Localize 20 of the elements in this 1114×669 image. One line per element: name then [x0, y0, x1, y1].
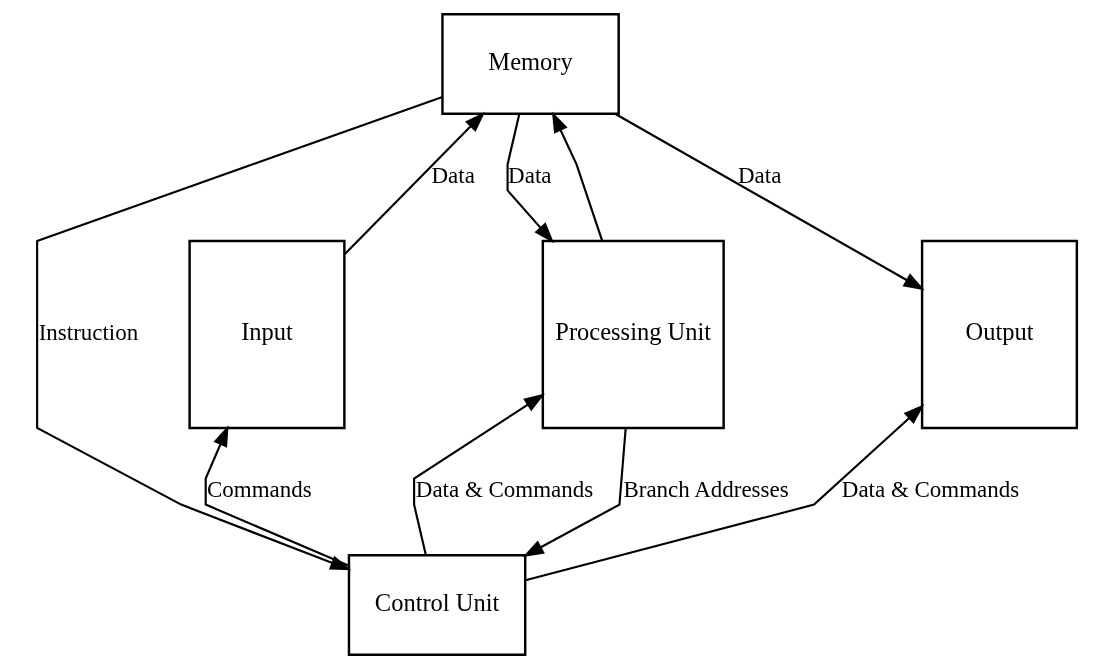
- arrow: [204, 425, 350, 567]
- arrow: [413, 393, 545, 555]
- node-box: Output: [920, 239, 1079, 430]
- node-box: Memory: [441, 13, 620, 116]
- edge-label: Commands: [207, 476, 312, 502]
- arrow: [36, 95, 443, 571]
- arrow: [525, 404, 925, 582]
- arrow: [614, 113, 925, 291]
- edge-label: Branch Addresses: [623, 476, 789, 502]
- edge-label: Data & Commands: [841, 476, 1020, 502]
- node-box: Input: [188, 239, 346, 430]
- edge-label: Data: [431, 162, 475, 188]
- arrow: [344, 111, 486, 255]
- edge-label: Data: [737, 162, 782, 188]
- arrow: [551, 111, 604, 242]
- edge-label: Data & Commands: [415, 476, 594, 502]
- arrow: [522, 428, 627, 557]
- edge-label: Instruction: [38, 319, 139, 345]
- node-box: Control Unit: [347, 553, 527, 656]
- node-box: Processing Unit: [541, 239, 725, 430]
